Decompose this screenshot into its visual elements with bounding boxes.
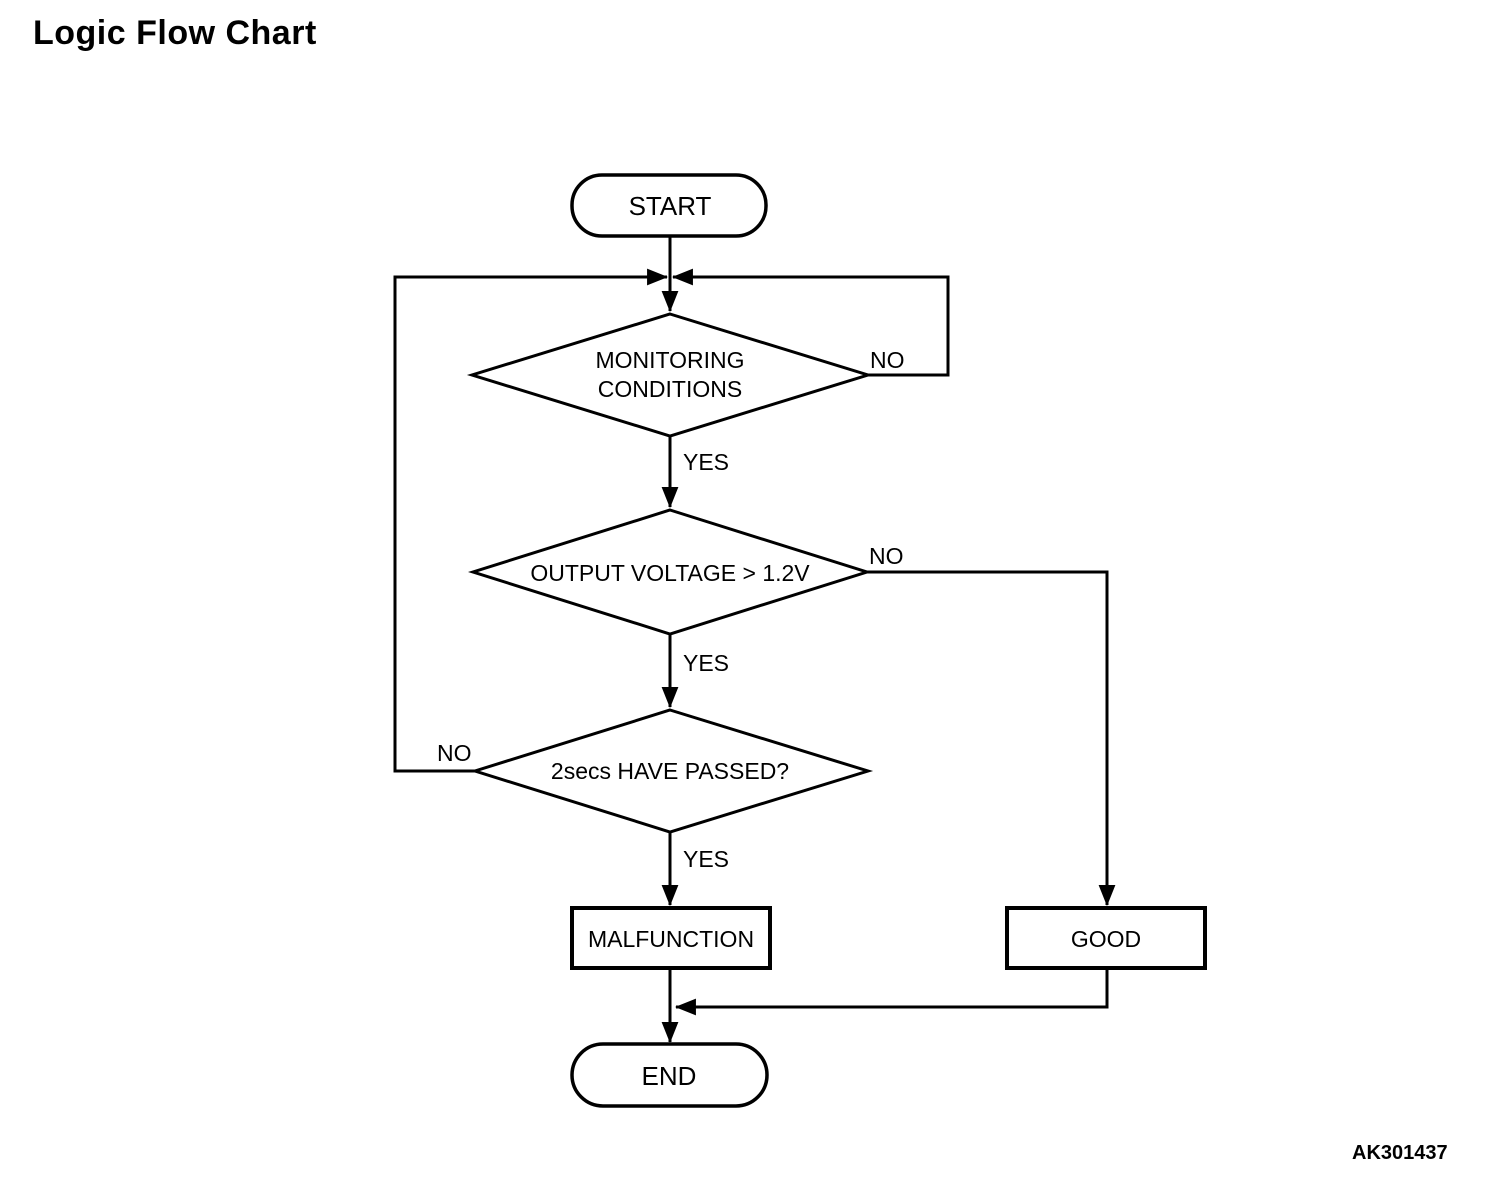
elapsed-yes-label: YES (683, 846, 729, 872)
voltage-no-label: NO (869, 543, 904, 569)
page-title: Logic Flow Chart (33, 14, 317, 52)
start-node (570, 173, 768, 238)
edge-monitoring-no-loop (671, 268, 950, 377)
malfunction-label: MALFUNCTION (588, 926, 754, 952)
decision-output-voltage (468, 508, 872, 636)
edge-elapsed-no-loop (393, 268, 669, 773)
end-label: END (642, 1061, 697, 1091)
decision-monitoring-label-line1: MONITORING (595, 347, 744, 373)
decision-2secs-passed (469, 708, 874, 834)
start-label: START (629, 191, 712, 221)
decision-2secs-passed-label: 2secs HAVE PASSED? (551, 758, 789, 784)
decision-monitoring-conditions (466, 312, 874, 438)
good-label: GOOD (1071, 926, 1141, 952)
good-node (1005, 906, 1207, 970)
voltage-yes-label: YES (683, 650, 729, 676)
edge-good-to-end-join (674, 968, 1109, 1016)
end-node (570, 1042, 769, 1108)
decision-monitoring-label-line2: CONDITIONS (598, 376, 742, 402)
figure-code: AK301437 (1352, 1142, 1448, 1164)
malfunction-node (570, 906, 772, 970)
elapsed-no-label: NO (437, 740, 472, 766)
decision-output-voltage-label: OUTPUT VOLTAGE > 1.2V (530, 560, 810, 586)
monitoring-no-label: NO (870, 347, 905, 373)
edge-voltage-no-to-good (867, 570, 1116, 907)
monitoring-yes-label: YES (683, 449, 729, 475)
